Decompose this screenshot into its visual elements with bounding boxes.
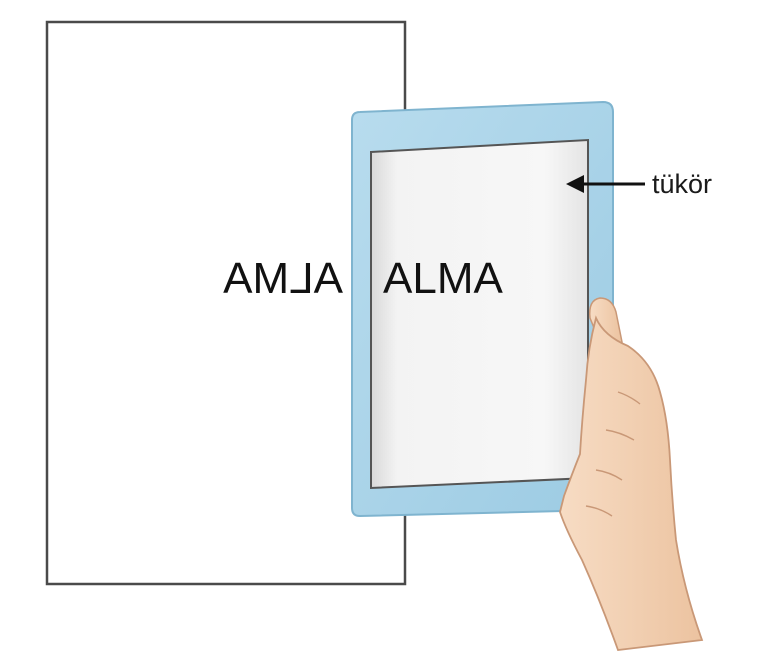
- svg-text:ALMA: ALMA: [223, 254, 343, 303]
- mirror-reflection-word: ALMA: [383, 254, 503, 303]
- mirror-glass: [370, 138, 589, 490]
- hand-icon: [559, 297, 704, 651]
- paper-word-mirrored: ALMA: [223, 254, 343, 303]
- arrow-icon: [566, 175, 645, 193]
- paper-sheet: [45, 20, 407, 586]
- mirror-label: tükör: [652, 169, 712, 199]
